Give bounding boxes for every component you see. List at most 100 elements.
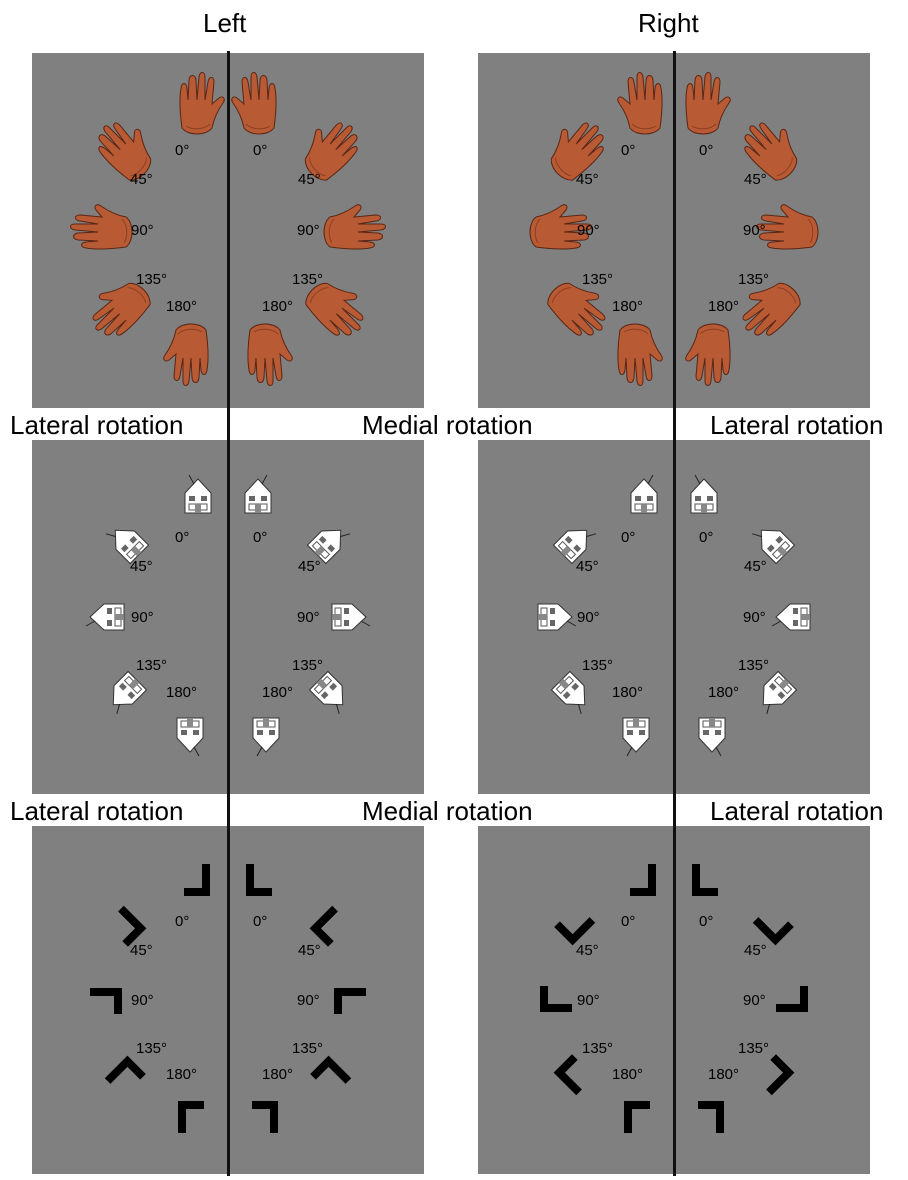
hand-crease [127,287,147,304]
house-door [316,678,328,690]
house-figure [306,529,351,564]
hand-shape [304,122,358,181]
hand-figure [323,204,386,250]
angle-label: 0° [621,913,636,931]
angle-label: 90° [131,608,154,626]
hand-crease [551,287,571,304]
house-figure [630,474,658,514]
house-chimney [256,746,263,757]
corner-shape [553,1054,582,1096]
angle-label: 45° [130,171,153,188]
house-figure [184,474,212,514]
corner-shape [184,863,210,896]
house-window [120,544,129,552]
angle-label: 0° [699,913,714,931]
hand-0-deg [616,72,672,138]
angle-label: 45° [744,171,767,188]
angle-label: 0° [253,528,268,546]
hand-shape [323,204,386,250]
hand-shape [163,323,209,386]
corner-figure [630,863,656,896]
hand-crease [130,157,147,177]
corner-figure [554,917,596,946]
hand-shape [70,204,133,250]
hand-crease [253,328,279,335]
house-figure [244,474,272,514]
corner-figure [184,863,210,896]
angle-label: 0° [621,142,636,159]
angle-label: 135° [582,271,614,288]
hand-135-deg [544,278,606,336]
angle-label: 180° [262,1066,294,1083]
hand-crease [177,328,203,335]
house-figure [762,671,798,715]
hand-crease [555,157,572,177]
panel-divider [673,51,676,442]
angle-label: 90° [297,222,320,239]
house-window [261,495,267,501]
house-figure [622,717,650,757]
house-window [201,495,207,501]
corner-135-deg [302,1046,358,1102]
corner-figure [178,1101,204,1134]
hand-shape [179,72,225,135]
corner-shape [698,1101,724,1134]
hand-crease [691,123,717,130]
house-135-deg [544,664,600,720]
house-135-deg [98,664,154,720]
corner-0-deg [616,854,672,910]
house-door [560,545,572,557]
house-window [189,495,195,501]
corner-90-deg [320,972,376,1028]
angle-label: 45° [576,171,599,188]
house-chimney [360,621,371,627]
left-heading: Left [203,8,247,38]
hand-crease [121,218,128,244]
hand-crease [185,123,211,130]
house-window [129,535,138,544]
house-window [635,495,641,501]
medial-rotation-label-1: Medial rotation [362,410,533,440]
corner-135-deg [748,1046,804,1102]
house-180-deg [238,706,294,762]
angle-label: 0° [699,142,714,159]
house-outline [762,671,798,706]
angle-label: 0° [175,528,190,546]
hand-shape [98,122,152,181]
house-outline [552,529,588,564]
corner-shape [334,988,366,1015]
house-window [703,730,709,736]
house-window [193,730,199,736]
hand-45-deg [98,122,156,184]
corner-45-deg [746,899,802,955]
medial-rotation-label-2: Medial rotation [362,796,533,826]
hand-shape [547,282,606,336]
corner-0-deg [230,854,286,910]
corner-figure [310,1055,352,1084]
hand-figure [756,204,819,250]
angle-label: 180° [166,684,198,702]
house-figure [550,671,586,715]
angle-label: 90° [577,222,600,239]
corner-figure [540,986,572,1013]
angle-label: 45° [744,941,767,959]
hand-shape [92,282,151,336]
hand-shape [247,323,293,386]
angle-label: 45° [576,941,599,959]
hand-figure [305,282,364,336]
house-window [550,620,555,627]
house-180-deg [608,706,664,762]
angle-label: 135° [136,657,168,675]
hand-crease [245,123,271,130]
house-window [269,730,275,736]
hand-crease [777,287,797,304]
house-90-deg [80,589,136,645]
hand-shape [685,323,731,386]
hand-crease [807,218,814,244]
house-figure [690,474,718,514]
angle-label: 0° [699,528,714,546]
panel-divider [227,824,230,1176]
house-door [641,503,647,513]
hand-135-deg [92,278,154,336]
house-90-deg [526,589,582,645]
